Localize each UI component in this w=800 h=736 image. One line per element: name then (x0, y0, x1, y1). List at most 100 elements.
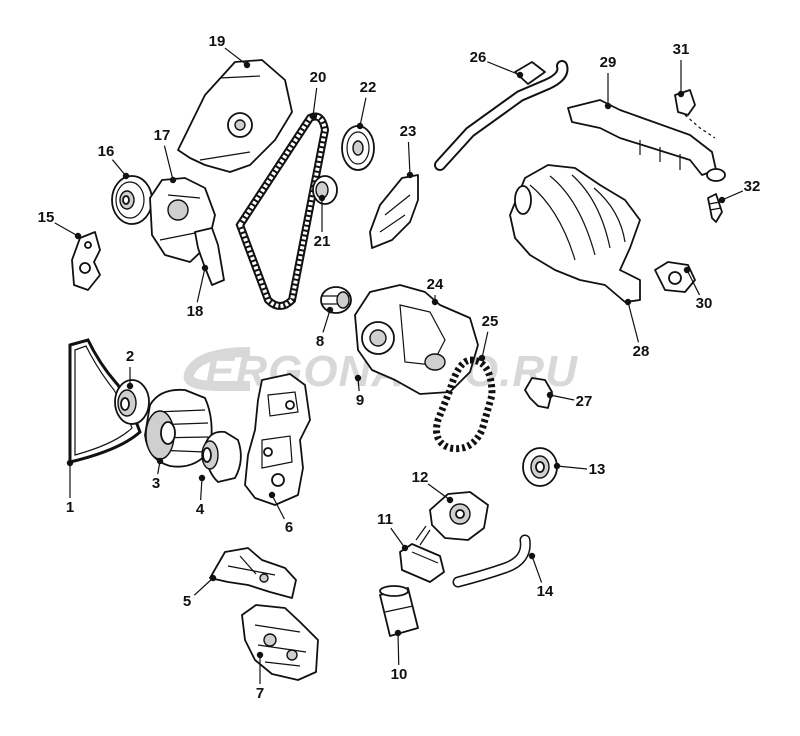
callout-number: 19 (209, 33, 226, 50)
callout-dot (169, 176, 177, 184)
callout-9: 9 (354, 374, 364, 409)
callout-27: 27 (546, 391, 593, 410)
callout-leader-line (271, 494, 285, 520)
callout-19: 19 (209, 33, 251, 69)
callout-leader-line (427, 483, 451, 501)
part-camshaft-gear (341, 125, 375, 171)
callout-6: 6 (268, 491, 293, 536)
callout-leader-line (481, 331, 489, 359)
callout-number: 13 (589, 461, 606, 478)
callout-16: 16 (98, 143, 130, 180)
callout-leader-line (359, 97, 367, 127)
callout-number: 32 (744, 178, 761, 195)
callout-dot (528, 552, 536, 560)
callout-number: 27 (576, 393, 593, 410)
callout-leader-line (200, 477, 203, 501)
callout-number: 9 (356, 392, 364, 409)
callout-leader-line (193, 577, 214, 596)
callout-18: 18 (187, 264, 209, 320)
callout-8: 8 (316, 306, 334, 350)
callout-26: 26 (470, 49, 524, 79)
callout-10: 10 (391, 629, 408, 683)
callout-dot (356, 122, 364, 130)
callout-dot (354, 374, 362, 382)
callout-13: 13 (553, 461, 606, 478)
callout-dot (209, 574, 217, 582)
callout-dot (394, 629, 402, 637)
callout-17: 17 (154, 127, 177, 184)
callout-leader-line (163, 145, 174, 181)
callout-dot (243, 61, 251, 69)
callout-number: 4 (196, 501, 205, 518)
part-sprocket-13 (522, 447, 558, 487)
callout-leader-line (721, 190, 744, 201)
part-intake-manifold (509, 164, 641, 303)
callout-30: 30 (683, 266, 713, 312)
part-bracket-18 (194, 227, 225, 286)
part-filter-canister (201, 430, 242, 483)
callout-number: 6 (285, 519, 293, 536)
callout-number: 10 (391, 666, 408, 683)
callout-number: 14 (537, 583, 554, 600)
part-timing-chain (433, 356, 496, 453)
callout-leader-line (224, 47, 248, 66)
callout-dot (553, 462, 561, 470)
callout-dot (431, 298, 439, 306)
part-bracket-5 (209, 547, 297, 599)
callout-leader-line (322, 309, 331, 333)
callout-dot (478, 354, 486, 362)
callout-dot (401, 544, 409, 552)
callout-leader-line (312, 87, 318, 117)
callout-leader-line (54, 222, 79, 237)
part-injector-32 (707, 193, 723, 223)
callout-leader-line (549, 394, 575, 401)
callout-number: 24 (427, 276, 444, 293)
callout-23: 23 (400, 123, 416, 179)
callout-leader-line (407, 141, 411, 176)
callout-dot (156, 457, 164, 465)
callout-number: 2 (126, 348, 134, 365)
callout-number: 22 (360, 79, 377, 96)
callout-29: 29 (600, 54, 617, 110)
callout-dot (268, 491, 276, 499)
callout-dot (318, 194, 326, 202)
callout-leader-line (556, 465, 588, 470)
part-gasket-30 (654, 261, 696, 293)
callout-number: 31 (673, 41, 690, 58)
callout-leader-line (390, 527, 406, 549)
callout-21: 21 (314, 194, 330, 250)
callout-dot (406, 171, 414, 179)
part-idler-roller (320, 286, 352, 314)
part-oil-filter (379, 585, 419, 637)
callout-leader-line (196, 267, 206, 303)
part-pulley (114, 379, 150, 425)
part-hose-14 (452, 534, 531, 588)
callout-leader-line (531, 555, 543, 583)
callout-number: 17 (154, 127, 171, 144)
callout-25: 25 (478, 313, 499, 362)
part-bracket-23 (369, 174, 419, 249)
callout-number: 12 (412, 469, 429, 486)
callout-dot (326, 306, 334, 314)
part-pump-12 (415, 491, 489, 546)
callout-number: 18 (187, 303, 204, 320)
callout-dot (126, 382, 134, 390)
part-fuel-rail (567, 99, 726, 182)
part-front-cover (354, 284, 479, 395)
callout-number: 1 (66, 499, 74, 516)
callout-leader-line (686, 269, 701, 296)
callout-dot (446, 496, 454, 504)
part-breather-pipe (434, 60, 569, 171)
callout-number: 29 (600, 54, 617, 71)
callout-24: 24 (427, 276, 444, 306)
callout-dot (624, 298, 632, 306)
callout-number: 30 (696, 295, 713, 312)
callout-number: 8 (316, 333, 324, 350)
callout-1: 1 (66, 459, 74, 516)
callout-number: 25 (482, 313, 499, 330)
callout-15: 15 (38, 209, 82, 240)
callout-number: 20 (310, 69, 327, 86)
callout-dot (122, 172, 130, 180)
